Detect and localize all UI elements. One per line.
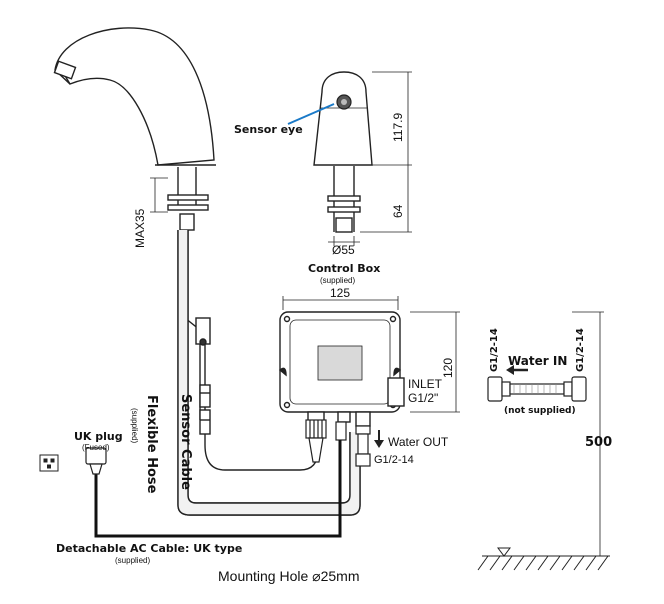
water-in-arrow-icon (506, 365, 528, 375)
faucet-washer-top (167, 194, 209, 201)
control-box (278, 311, 405, 427)
water-out-fitting (355, 425, 371, 467)
flexible-hose-sublabel: (supplied) (130, 408, 139, 443)
ground-symbol (477, 547, 610, 571)
hose-length-dimension: 500 (585, 435, 612, 450)
faucet-nut (179, 213, 195, 231)
sensor-eye-pointer (287, 103, 335, 125)
diameter-dimension: Ø55 (332, 243, 355, 257)
box-height-dimension: 120 (441, 358, 455, 378)
sensor-cable-label: Sensor Cable (178, 394, 193, 490)
outlet-thread-label: G1/2-14 (374, 454, 414, 466)
water-out-label: Water OUT (388, 435, 449, 449)
faucet-washer-bottom (167, 204, 209, 211)
faucet-spout-body (54, 27, 215, 166)
power-connector (305, 419, 327, 463)
faucet-side-view (53, 27, 361, 516)
water-in-label: Water IN (508, 354, 567, 368)
max-thickness-label: MAX35 (133, 208, 147, 248)
shank-dimension: 64 (391, 204, 405, 218)
supply-hose (487, 376, 587, 402)
flexible-hose-label: Flexible Hose (144, 395, 159, 494)
ac-cable (94, 440, 342, 538)
control-box-panel (317, 345, 363, 381)
mounting-hole-label: Mounting Hole ⌀25mm (218, 568, 360, 584)
ac-cable-sublabel: (supplied) (115, 556, 150, 565)
hose-not-supplied: (not supplied) (504, 406, 576, 416)
ac-cable-label: Detachable AC Cable: UK type (56, 542, 242, 555)
socket-icon (39, 454, 59, 472)
inlet-label-line2: G1/2" (408, 391, 438, 405)
control-box-subtitle: (supplied) (320, 276, 355, 285)
uk-plug-icon (85, 447, 107, 475)
sensor-eye-label: Sensor eye (234, 123, 303, 136)
inlet-fitting (387, 377, 405, 407)
uk-plug-sublabel: (Fused) (82, 443, 110, 452)
hose-thread-right: G1/2-14 (575, 328, 586, 372)
box-width-dimension: 125 (330, 286, 350, 300)
water-out-arrow-icon (374, 430, 384, 448)
faucet-front-view (313, 71, 373, 233)
inlet-label-line1: INLET (408, 377, 443, 391)
faucet-front-body (313, 71, 373, 166)
hose-thread-left: G1/2-14 (489, 328, 500, 372)
control-box-title: Control Box (308, 262, 380, 275)
faucet-aerator (53, 60, 77, 80)
height-dimension: 117.9 (391, 113, 405, 142)
uk-plug-label: UK plug (74, 430, 123, 443)
